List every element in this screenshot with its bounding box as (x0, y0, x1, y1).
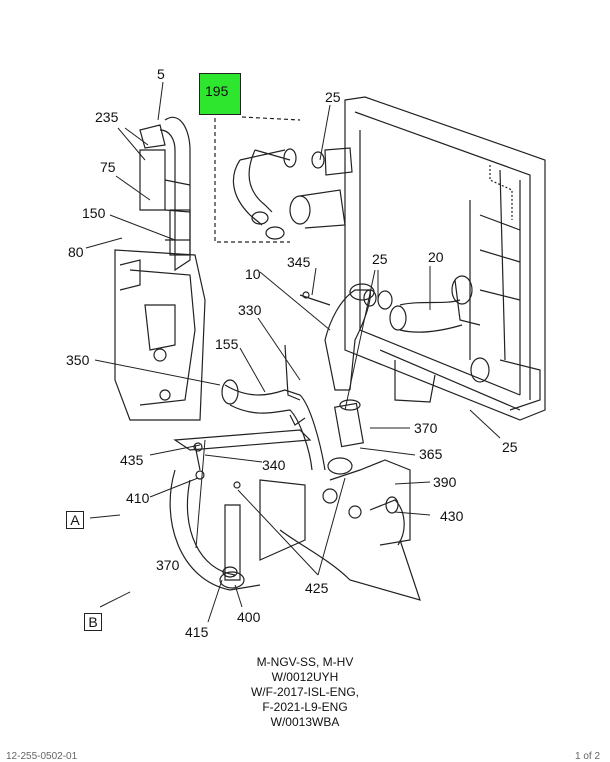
callout-25-mid[interactable]: 25 (372, 251, 388, 267)
highlighted-callout-195[interactable]: 195 (199, 73, 241, 115)
callout-370-left[interactable]: 370 (156, 557, 180, 573)
callout-345[interactable]: 345 (287, 254, 311, 270)
applicability-notes: M-NGV-SS, M-HV W/0012UYH W/F-2017-ISL-EN… (180, 655, 430, 730)
leader-lines (85, 81, 501, 623)
callout-400[interactable]: 400 (237, 609, 261, 625)
callout-5[interactable]: 5 (157, 66, 165, 82)
fan-shroud (169, 429, 421, 601)
callout-235[interactable]: 235 (95, 109, 119, 125)
callout-350[interactable]: 350 (66, 352, 90, 368)
callout-155[interactable]: 155 (215, 336, 239, 352)
hose-10 (299, 283, 375, 448)
callout-25-top[interactable]: 25 (325, 89, 341, 105)
callout-370-right[interactable]: 370 (414, 420, 438, 436)
note-line: W/F-2017-ISL-ENG, (250, 685, 360, 699)
pipe-195 (214, 116, 301, 243)
callout-10[interactable]: 10 (245, 266, 261, 282)
footer-right: 1 of 2 (575, 751, 601, 762)
callout-25-bottom[interactable]: 25 (502, 439, 518, 455)
note-line: F-2021-L9-ENG (262, 700, 348, 714)
note-line: W/0012UYH (271, 670, 339, 684)
note-line: M-NGV-SS, M-HV (256, 655, 354, 669)
callout-435[interactable]: 435 (120, 452, 144, 468)
callout-340[interactable]: 340 (262, 457, 286, 473)
callout-330[interactable]: 330 (238, 302, 262, 318)
connectors-25 (289, 147, 353, 229)
callout-425[interactable]: 425 (305, 580, 329, 596)
callout-150[interactable]: 150 (82, 205, 106, 221)
callout-365[interactable]: 365 (419, 446, 443, 462)
view-marker-a[interactable]: A (66, 511, 84, 529)
callout-20[interactable]: 20 (428, 249, 444, 265)
callout-80[interactable]: 80 (68, 244, 84, 260)
callout-75[interactable]: 75 (100, 159, 116, 175)
engine-block (114, 116, 206, 421)
callout-410[interactable]: 410 (126, 490, 150, 506)
callout-430[interactable]: 430 (440, 508, 464, 524)
footer-left: 12-255-0502-01 (6, 751, 78, 762)
hose-20 (363, 289, 463, 333)
callout-415[interactable]: 415 (185, 624, 209, 640)
callout-390[interactable]: 390 (433, 474, 457, 490)
hose-155 (221, 344, 326, 471)
note-line: W/0013WBA (270, 715, 340, 729)
highlighted-callout-label: 195 (205, 83, 229, 99)
radiator (344, 96, 546, 421)
view-marker-b[interactable]: B (84, 613, 102, 631)
